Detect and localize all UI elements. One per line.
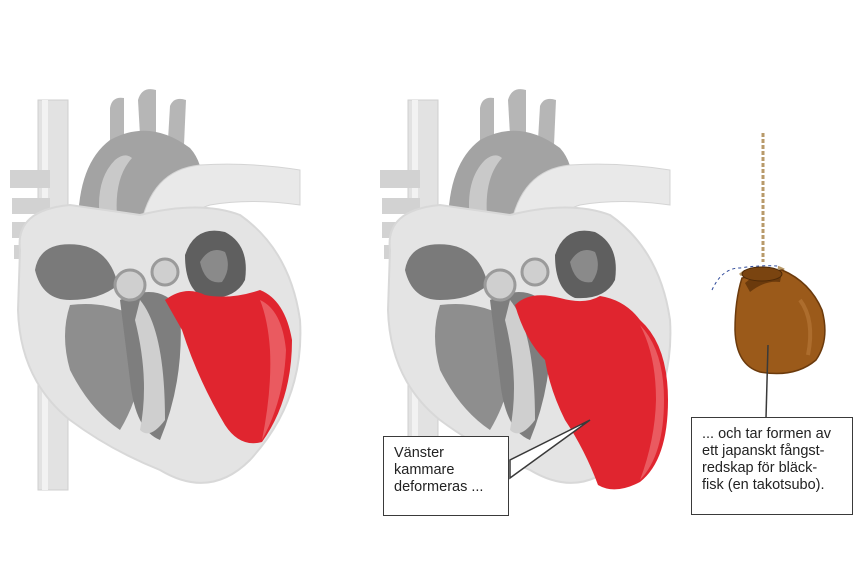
callout-left-line-2: kammare xyxy=(394,462,455,478)
callout-right-line-1: ... och tar formen av xyxy=(702,426,831,442)
callout-left-line-3: deformeras ... xyxy=(394,479,484,495)
callout-left-ventricle: Vänster kammare deformeras ... xyxy=(383,436,509,516)
callout-takotsubo: ... och tar formen av ett japanskt fångs… xyxy=(691,417,853,515)
left-ventricle-normal xyxy=(165,290,292,444)
callout-right-line-4: fisk (en takotsubo). xyxy=(702,477,825,493)
takotsubo-octopus-pot-icon xyxy=(709,133,826,419)
callout-right-line-2: ett japanskt fångst- xyxy=(702,443,825,459)
callout-right-line-3: redskap för bläck- xyxy=(702,460,818,476)
heart-normal-illustration xyxy=(8,87,302,492)
callout-left-line-1: Vänster xyxy=(394,445,444,461)
heart-takotsubo-illustration xyxy=(378,87,672,492)
left-ventricle-deformed xyxy=(515,295,668,490)
